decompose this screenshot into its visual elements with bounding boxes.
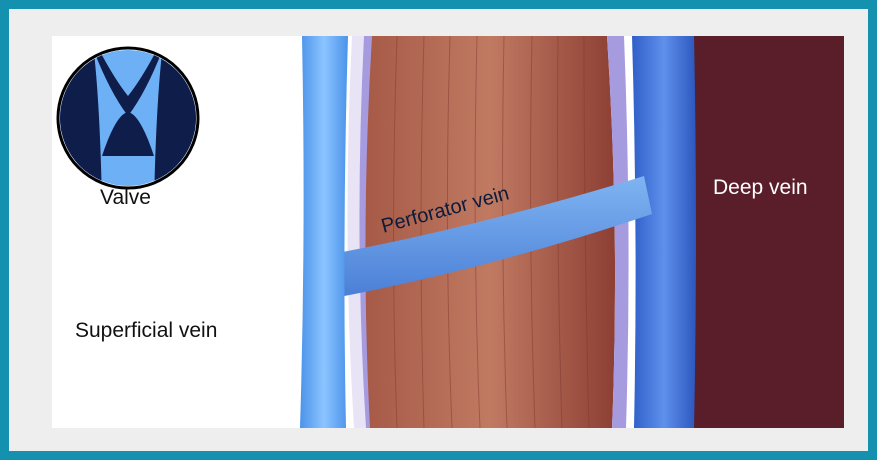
vein-diagram: Valve Superficial vein Perforator vein D… [52, 36, 844, 428]
superficial-vein-label: Superficial vein [75, 319, 217, 343]
valve-label: Valve [100, 186, 151, 210]
deep-vein [632, 36, 696, 428]
valve-graphic [52, 36, 212, 206]
deep-tissue [692, 36, 844, 428]
anatomy-illustration [52, 36, 844, 428]
superficial-vein [300, 36, 348, 428]
deep-vein-label: Deep vein [713, 176, 808, 200]
